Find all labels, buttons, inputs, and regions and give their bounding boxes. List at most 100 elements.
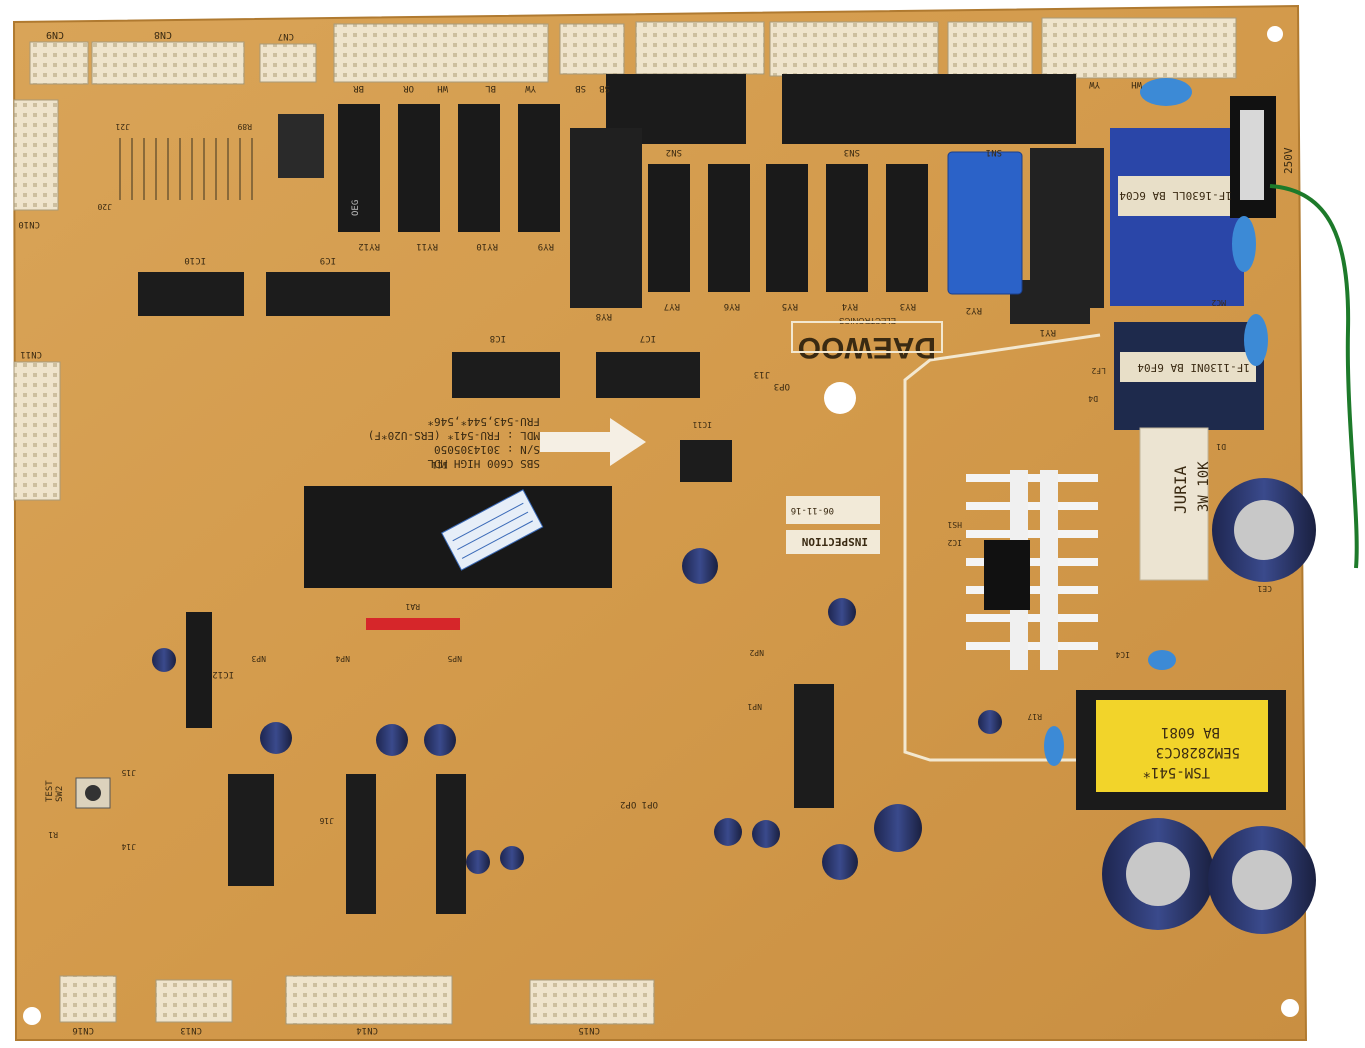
filter-label-2: 1F-1130NI BA 6F04	[1137, 361, 1250, 374]
big-capacitors	[1102, 478, 1316, 934]
label-op3: OP3	[774, 381, 790, 391]
sw2-label: SW2	[55, 786, 65, 802]
test-switch-label: TEST	[45, 780, 55, 802]
wire-color-wh: WH	[437, 83, 448, 93]
relay-label-ry7: RY7	[664, 301, 680, 311]
label-j20: J20	[97, 202, 112, 211]
blue-relay	[947, 151, 1023, 295]
ic10	[138, 272, 244, 316]
label-d4: D4	[1088, 394, 1098, 403]
connector-cn9	[29, 41, 89, 85]
ic-label-ic9: IC9	[320, 255, 336, 265]
connector-top-4	[769, 21, 939, 77]
mcu-sticker	[441, 489, 544, 571]
label-r89: R89	[237, 122, 252, 131]
snubber-label-sn2: SN2	[666, 147, 682, 157]
label-j16: J16	[319, 816, 334, 825]
ceramic-resistor	[1139, 427, 1209, 581]
relay-label-ry6: RY6	[724, 301, 740, 311]
label-mc2: MC2	[1211, 298, 1226, 307]
wire-color-sb-2: SB	[599, 83, 610, 93]
relay-label-ry8: RY8	[596, 311, 612, 321]
connector-top-3	[635, 21, 765, 75]
mounting-holes	[23, 26, 1299, 1025]
relay-label-ry3: RY3	[900, 301, 916, 311]
relay-label-ry11: RY11	[416, 241, 438, 251]
ic-label-ic7: IC7	[640, 333, 656, 343]
label-r1: R1	[48, 830, 58, 839]
resistor-arrays	[119, 138, 253, 200]
label-lf2: LF2	[1091, 366, 1106, 375]
bottom-connectors	[59, 975, 655, 1025]
label-op1-op2: OP1 OP2	[620, 799, 658, 809]
model-line-3: MDL : FRU-541* (ERS-U20*F)	[368, 429, 540, 442]
snubber-labels: SN2 SN3 SN1	[666, 147, 1002, 157]
silkscreen: DAEWOO ELECTRONICS SBS C600 HIGH MDL S/N…	[45, 147, 1295, 809]
label-d1: D1	[1216, 442, 1226, 451]
rating-250v: 250V	[1282, 147, 1295, 174]
connector-label-cn11: CN11	[20, 349, 42, 359]
inspection-label: INSPECTION	[802, 535, 868, 548]
label-j21: J21	[115, 122, 130, 131]
ic12	[186, 612, 212, 728]
connector-cn13	[155, 979, 233, 1023]
relay-vendor-mark: OEG	[351, 200, 361, 216]
relay-label-ry1: RY1	[1040, 327, 1056, 337]
inspection-date: 06-11-16	[791, 505, 834, 515]
brand-logo: DAEWOO	[798, 331, 936, 364]
connector-top-5	[947, 21, 1033, 77]
label-np1: NP1	[747, 702, 762, 711]
ic-label-ic12: IC12	[212, 669, 234, 679]
misc-labels: J13 OP3 OP1 OP2 J20 J21 R89 R1 NP1 NP2 N…	[48, 122, 1272, 851]
connector-label-cn14: CN14	[356, 1025, 378, 1035]
label-hs1: HS1	[947, 520, 962, 529]
connector-cn10	[13, 99, 59, 211]
ceramic-resistor-brand: JURIA	[1171, 465, 1190, 514]
relay-label-ry2: RY2	[966, 305, 982, 315]
model-line-4: FRU-543,544*,546*	[427, 415, 540, 428]
connector-cn11	[13, 361, 61, 501]
transformer	[1076, 690, 1286, 810]
ic-labels: IC10 IC9 IC8 IC7 IC12 IC1	[184, 255, 656, 679]
ic7	[596, 352, 700, 398]
relays-top-row	[338, 104, 560, 232]
label-r17: R17	[1027, 712, 1042, 721]
snubber-label-sn3: SN3	[844, 147, 860, 157]
ic11	[680, 440, 732, 482]
relay-label-ry12: RY12	[358, 241, 380, 251]
connector-label-cn13: CN13	[180, 1025, 202, 1035]
connector-top-1	[333, 23, 549, 83]
relay-label-ry4: RY4	[842, 301, 858, 311]
label-ic11: IC11	[693, 420, 712, 429]
wire-color-wh-2: WH	[1131, 79, 1142, 89]
red-jumper-strip	[366, 618, 460, 630]
label-j14: J14	[121, 842, 136, 851]
transformer-line-1: TSM-541*	[1143, 764, 1210, 780]
left-connectors	[13, 99, 61, 501]
ic-label-ic8: IC8	[490, 333, 506, 343]
relay-label-ry10: RY10	[476, 241, 498, 251]
label-ic4: IC4	[1115, 650, 1130, 659]
transformer-line-3: BA 6081	[1161, 724, 1220, 740]
label-j13: J13	[754, 369, 770, 379]
power-section-outline	[903, 333, 1101, 762]
label-np3: NP3	[251, 654, 266, 663]
connector-label-cn16: CN16	[72, 1025, 94, 1035]
ic-label-ic1: IC1	[432, 459, 448, 469]
connector-cn15	[529, 979, 655, 1025]
model-line-1: SBS C600 HIGH MDL	[427, 457, 540, 470]
connector-top-6	[1041, 17, 1237, 79]
label-np5: NP5	[447, 654, 462, 663]
wire-color-yw-2: YW	[1089, 79, 1100, 89]
ic9	[266, 272, 390, 316]
direction-arrow	[540, 418, 646, 466]
wire-color-bl: BL	[485, 83, 496, 93]
connector-labels: CN9 CN8 CN7 BR OR WH BL YW SB SB YW WH C…	[18, 29, 1142, 1035]
relays-mid-row	[648, 164, 928, 292]
wire-color-yw: YW	[525, 83, 536, 93]
brand-subtitle: ELECTRONICS	[839, 316, 896, 325]
power-transistors	[228, 114, 834, 914]
relay-label-ry5: RY5	[782, 301, 798, 311]
ceramic-resistor-value: 3W 10K	[1196, 461, 1212, 512]
